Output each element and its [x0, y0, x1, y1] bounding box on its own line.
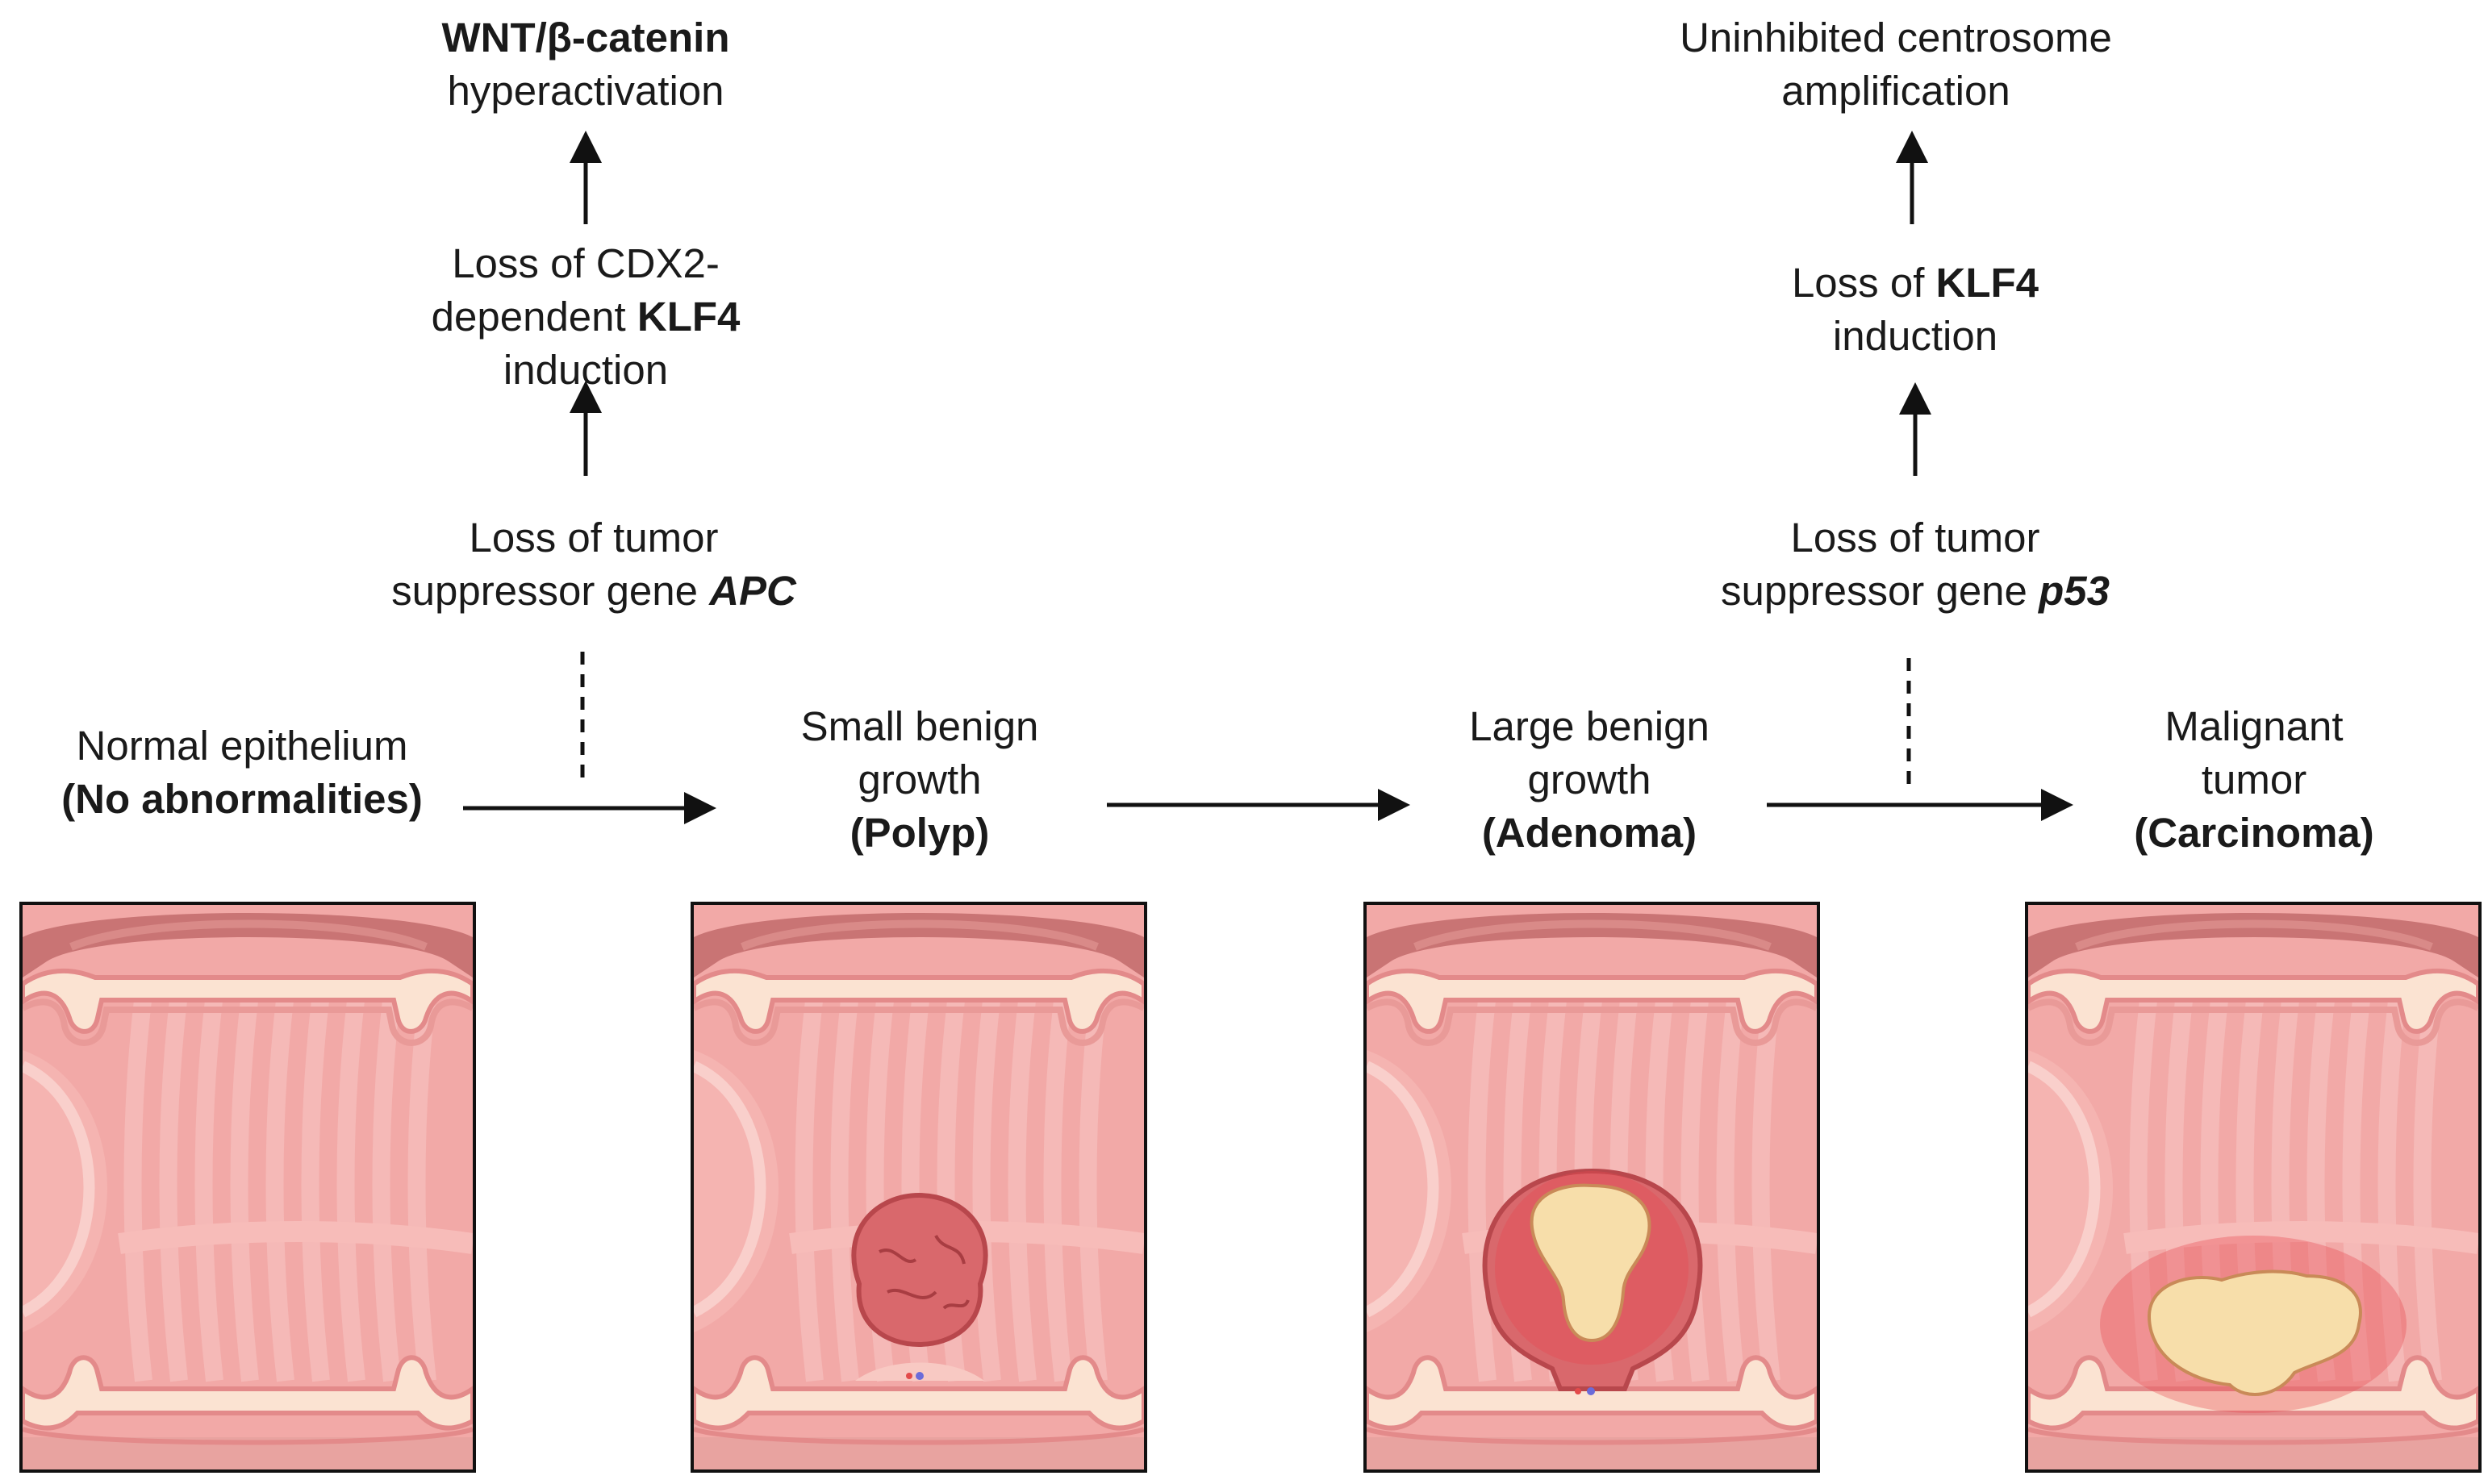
- klf4-label-right: KLF4: [1935, 260, 2039, 306]
- stage-line1: Small benign: [800, 703, 1039, 749]
- cdx2-dependent-text: dependent: [431, 294, 637, 340]
- colon-panel-carcinoma: [2025, 902, 2482, 1473]
- colon-panel-polyp: [691, 902, 1147, 1473]
- stage-label-normal: Normal epithelium (No abnormalities): [24, 719, 460, 826]
- induction-line-right: induction: [1832, 313, 1998, 359]
- stage-classification: (Polyp): [850, 810, 990, 856]
- colon-panel-adenoma: [1363, 902, 1820, 1473]
- suppressor-gene-text-left: suppressor gene: [391, 568, 710, 614]
- cdx2-line: Loss of CDX2-: [452, 240, 720, 286]
- suppressor-gene-text-right: suppressor gene: [1721, 568, 2039, 614]
- loss-of-text-right: Loss of: [1791, 260, 1936, 306]
- gene-p53: p53: [2039, 568, 2110, 614]
- apc-loss-label: Loss of tumor suppressor gene APC: [303, 511, 884, 618]
- stage-line2: growth: [1527, 757, 1651, 802]
- wnt-subtitle: hyperactivation: [447, 68, 724, 114]
- stage-label-adenoma: Large benign growth (Adenoma): [1388, 700, 1791, 860]
- p53-loss-label: Loss of tumor suppressor gene p53: [1625, 511, 2206, 618]
- p53-mid-label: Loss of KLF4 induction: [1673, 256, 2157, 363]
- colon-illustration: [1367, 905, 1817, 1469]
- stage-label-carcinoma: Malignant tumor (Carcinoma): [2052, 700, 2456, 860]
- apc-top-label: WNT/β-catenin hyperactivation: [344, 11, 828, 118]
- stage-line1: Normal epithelium: [76, 723, 408, 769]
- stage-line1: Malignant: [2164, 703, 2344, 749]
- stage-classification: (No abnormalities): [61, 776, 423, 822]
- apc-mid-label: Loss of CDX2- dependent KLF4 induction: [344, 237, 828, 397]
- colon-illustration: [23, 905, 473, 1469]
- stage-line1: Large benign: [1469, 703, 1709, 749]
- induction-line-left: induction: [503, 347, 669, 393]
- centrosome-line2: amplification: [1781, 68, 2010, 114]
- stage-label-polyp: Small benign growth (Polyp): [718, 700, 1121, 860]
- stage-line2: tumor: [2201, 757, 2307, 802]
- loss-tumor-line-left: Loss of tumor: [469, 515, 719, 561]
- colon-illustration: [694, 905, 1144, 1469]
- gene-apc: APC: [709, 568, 796, 614]
- stage-classification: (Carcinoma): [2134, 810, 2374, 856]
- klf4-label-left: KLF4: [637, 294, 741, 340]
- stage-classification: (Adenoma): [1481, 810, 1697, 856]
- wnt-title: WNT/β-catenin: [441, 15, 730, 60]
- centrosome-line1: Uninhibited centrosome: [1680, 15, 2112, 60]
- colon-illustration: [2028, 905, 2478, 1469]
- stage-line2: growth: [858, 757, 982, 802]
- colon-panel-normal: [19, 902, 476, 1473]
- p53-top-label: Uninhibited centrosome amplification: [1605, 11, 2186, 118]
- loss-tumor-line-right: Loss of tumor: [1790, 515, 2040, 561]
